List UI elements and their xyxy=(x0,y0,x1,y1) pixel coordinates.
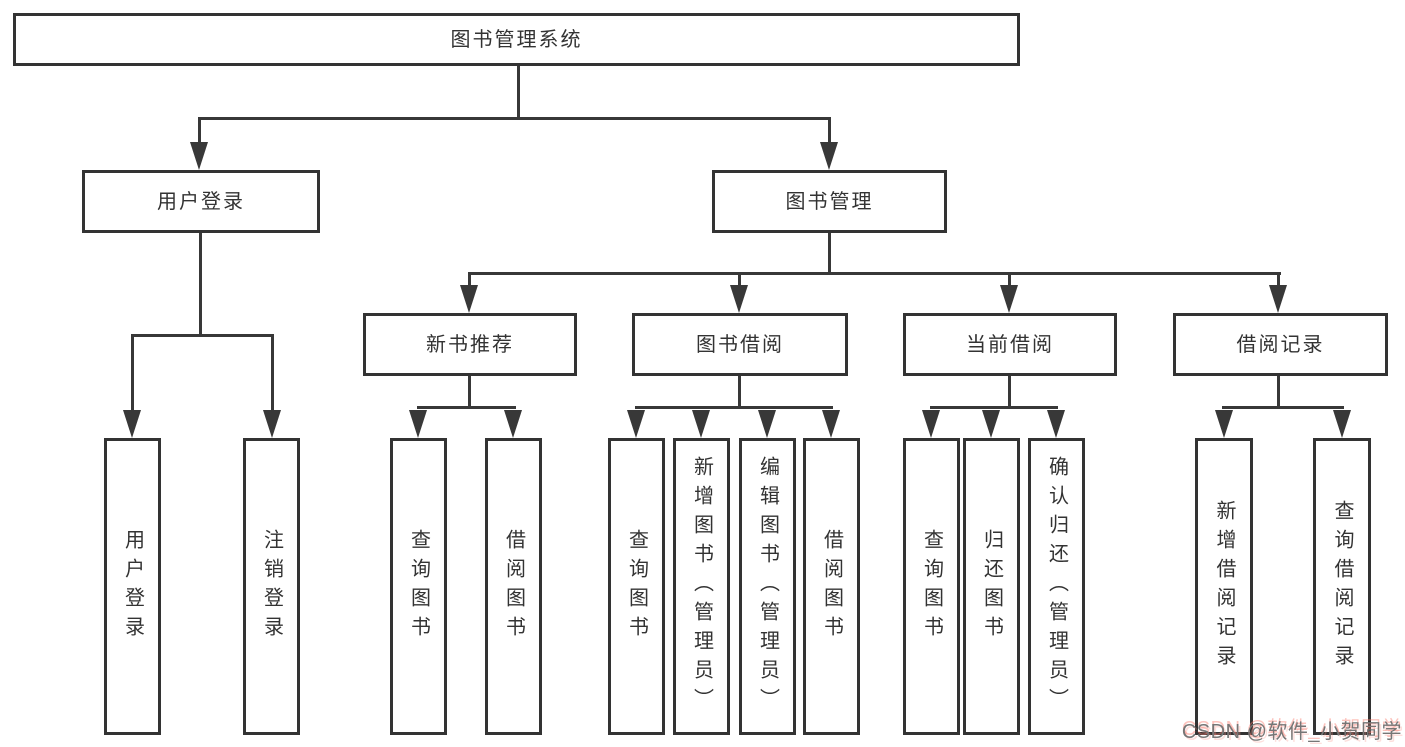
leaf-br-query-borrow-record: 查询借阅记录 xyxy=(1313,438,1371,735)
leaf-label: 确认归还（管理员） xyxy=(1045,456,1068,717)
edge-line xyxy=(198,117,201,145)
arrowhead-down-icon xyxy=(504,410,522,438)
leaf-bb-edit-books-admin: 编辑图书（管理员） xyxy=(739,438,796,735)
node-book-borrow: 图书借阅 xyxy=(632,313,848,376)
watermark: CSDN @软件_小贺同学 xyxy=(1181,721,1402,743)
node-user-login: 用户登录 xyxy=(82,170,320,233)
node-book-management-label: 图书管理 xyxy=(785,190,874,213)
arrowhead-down-icon xyxy=(1047,410,1065,438)
node-current-borrow: 当前借阅 xyxy=(903,313,1117,376)
edge-line xyxy=(635,406,833,409)
edge-line xyxy=(468,272,1281,275)
leaf-label: 用户登录 xyxy=(121,528,144,645)
edge-line xyxy=(930,406,1058,409)
node-borrow-records-label: 借阅记录 xyxy=(1236,333,1325,356)
node-book-borrow-label: 图书借阅 xyxy=(696,333,784,356)
edge-line xyxy=(828,117,831,145)
arrowhead-down-icon xyxy=(692,410,710,438)
arrowhead-down-icon xyxy=(123,410,141,438)
leaf-cb-return-books: 归还图书 xyxy=(963,438,1020,735)
edge-line xyxy=(468,376,471,408)
edge-line xyxy=(1222,406,1344,409)
edge-line xyxy=(828,233,831,274)
leaf-label: 归还图书 xyxy=(980,528,1003,645)
leaf-bb-add-books-admin: 新增图书（管理员） xyxy=(673,438,730,735)
edge-line xyxy=(417,406,516,409)
leaf-label: 查询借阅记录 xyxy=(1331,499,1353,674)
leaf-label: 借阅图书 xyxy=(820,528,843,645)
edge-line xyxy=(198,117,831,120)
edge-line xyxy=(1008,376,1011,408)
edge-line xyxy=(131,334,134,412)
edge-line xyxy=(738,272,741,286)
edge-line xyxy=(738,376,741,408)
node-current-borrow-label: 当前借阅 xyxy=(966,333,1054,356)
leaf-user-login: 用户登录 xyxy=(104,438,161,735)
arrowhead-down-icon xyxy=(1000,285,1018,313)
leaf-label: 新增图书（管理员） xyxy=(690,456,713,717)
leaf-cb-query-books: 查询图书 xyxy=(903,438,960,735)
arrowhead-down-icon xyxy=(820,142,838,170)
leaf-nbr-borrow-books: 借阅图书 xyxy=(485,438,542,735)
leaf-br-add-borrow-record: 新增借阅记录 xyxy=(1195,438,1253,735)
node-root-label: 图书管理系统 xyxy=(450,28,583,51)
arrowhead-down-icon xyxy=(190,142,208,170)
edge-line xyxy=(468,272,471,286)
leaf-bb-query-books: 查询图书 xyxy=(608,438,665,735)
arrowhead-down-icon xyxy=(922,410,940,438)
edge-line xyxy=(1008,272,1011,286)
arrowhead-down-icon xyxy=(1215,410,1233,438)
arrowhead-down-icon xyxy=(982,410,1000,438)
arrowhead-down-icon xyxy=(758,410,776,438)
leaf-label: 查询图书 xyxy=(920,528,943,645)
leaf-label: 编辑图书（管理员） xyxy=(756,456,779,717)
node-borrow-records: 借阅记录 xyxy=(1173,313,1388,376)
arrowhead-down-icon xyxy=(627,410,645,438)
leaf-logout-login: 注销登录 xyxy=(243,438,300,735)
arrowhead-down-icon xyxy=(1333,410,1351,438)
leaf-cb-confirm-return-admin: 确认归还（管理员） xyxy=(1028,438,1085,735)
leaf-nbr-query-books: 查询图书 xyxy=(390,438,447,735)
edge-line xyxy=(131,334,274,337)
edge-line xyxy=(1277,376,1280,408)
leaf-label: 查询图书 xyxy=(625,528,648,645)
arrowhead-down-icon xyxy=(263,410,281,438)
leaf-bb-borrow-books: 借阅图书 xyxy=(803,438,860,735)
node-new-book-recommend-label: 新书推荐 xyxy=(426,333,514,356)
arrowhead-down-icon xyxy=(409,410,427,438)
leaf-label: 借阅图书 xyxy=(502,528,525,645)
leaf-label: 注销登录 xyxy=(260,528,283,645)
node-new-book-recommend: 新书推荐 xyxy=(363,313,577,376)
edge-line xyxy=(1277,272,1280,286)
arrowhead-down-icon xyxy=(460,285,478,313)
leaf-label: 查询图书 xyxy=(407,528,430,645)
node-root: 图书管理系统 xyxy=(13,13,1020,66)
edge-line xyxy=(517,66,520,119)
edge-line xyxy=(271,334,274,412)
arrowhead-down-icon xyxy=(822,410,840,438)
node-user-login-label: 用户登录 xyxy=(157,190,245,213)
arrowhead-down-icon xyxy=(1269,285,1287,313)
leaf-label: 新增借阅记录 xyxy=(1213,499,1235,674)
arrowhead-down-icon xyxy=(730,285,748,313)
edge-line xyxy=(199,233,202,336)
node-book-management: 图书管理 xyxy=(712,170,947,233)
